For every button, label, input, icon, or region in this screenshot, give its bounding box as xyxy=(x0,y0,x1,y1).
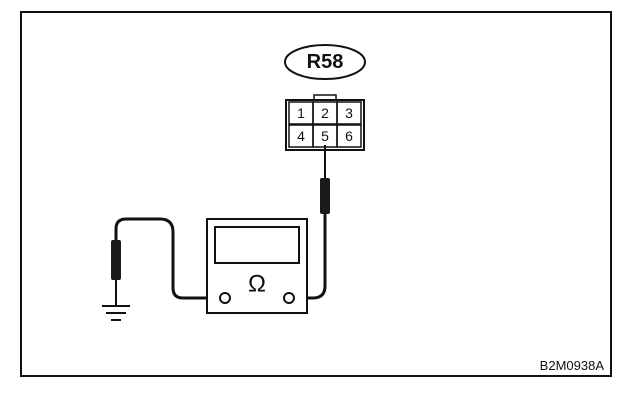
pin-label: 3 xyxy=(345,105,353,121)
meter-terminal-left xyxy=(219,292,231,304)
connector-r58: 1 2 3 4 5 6 xyxy=(285,94,365,151)
ohm-symbol: Ω xyxy=(248,271,266,298)
probe-lead-wire xyxy=(284,212,327,300)
pin-cell-3 xyxy=(336,101,362,125)
pin-cell-6 xyxy=(336,124,362,148)
left-test-probe xyxy=(111,217,230,306)
pin-label: 4 xyxy=(297,128,305,144)
meter-terminal-right xyxy=(283,292,295,304)
pin-label: 5 xyxy=(321,128,329,144)
probe-lead-wire xyxy=(114,217,230,300)
connector-label-oval xyxy=(284,44,366,80)
connector-label: R58 xyxy=(307,51,344,73)
pin-label: 1 xyxy=(297,105,305,121)
probe-grip xyxy=(320,178,330,214)
connector-label-badge: R58 xyxy=(284,44,366,80)
meter-display xyxy=(214,226,300,264)
ground-icon xyxy=(102,305,130,321)
right-test-probe xyxy=(284,145,330,300)
pin-label: 2 xyxy=(321,105,329,121)
pin-label: 6 xyxy=(345,128,353,144)
figure-code: B2M0938A xyxy=(540,358,605,373)
probe-grip xyxy=(111,240,121,280)
ohmmeter: Ω xyxy=(206,218,308,314)
